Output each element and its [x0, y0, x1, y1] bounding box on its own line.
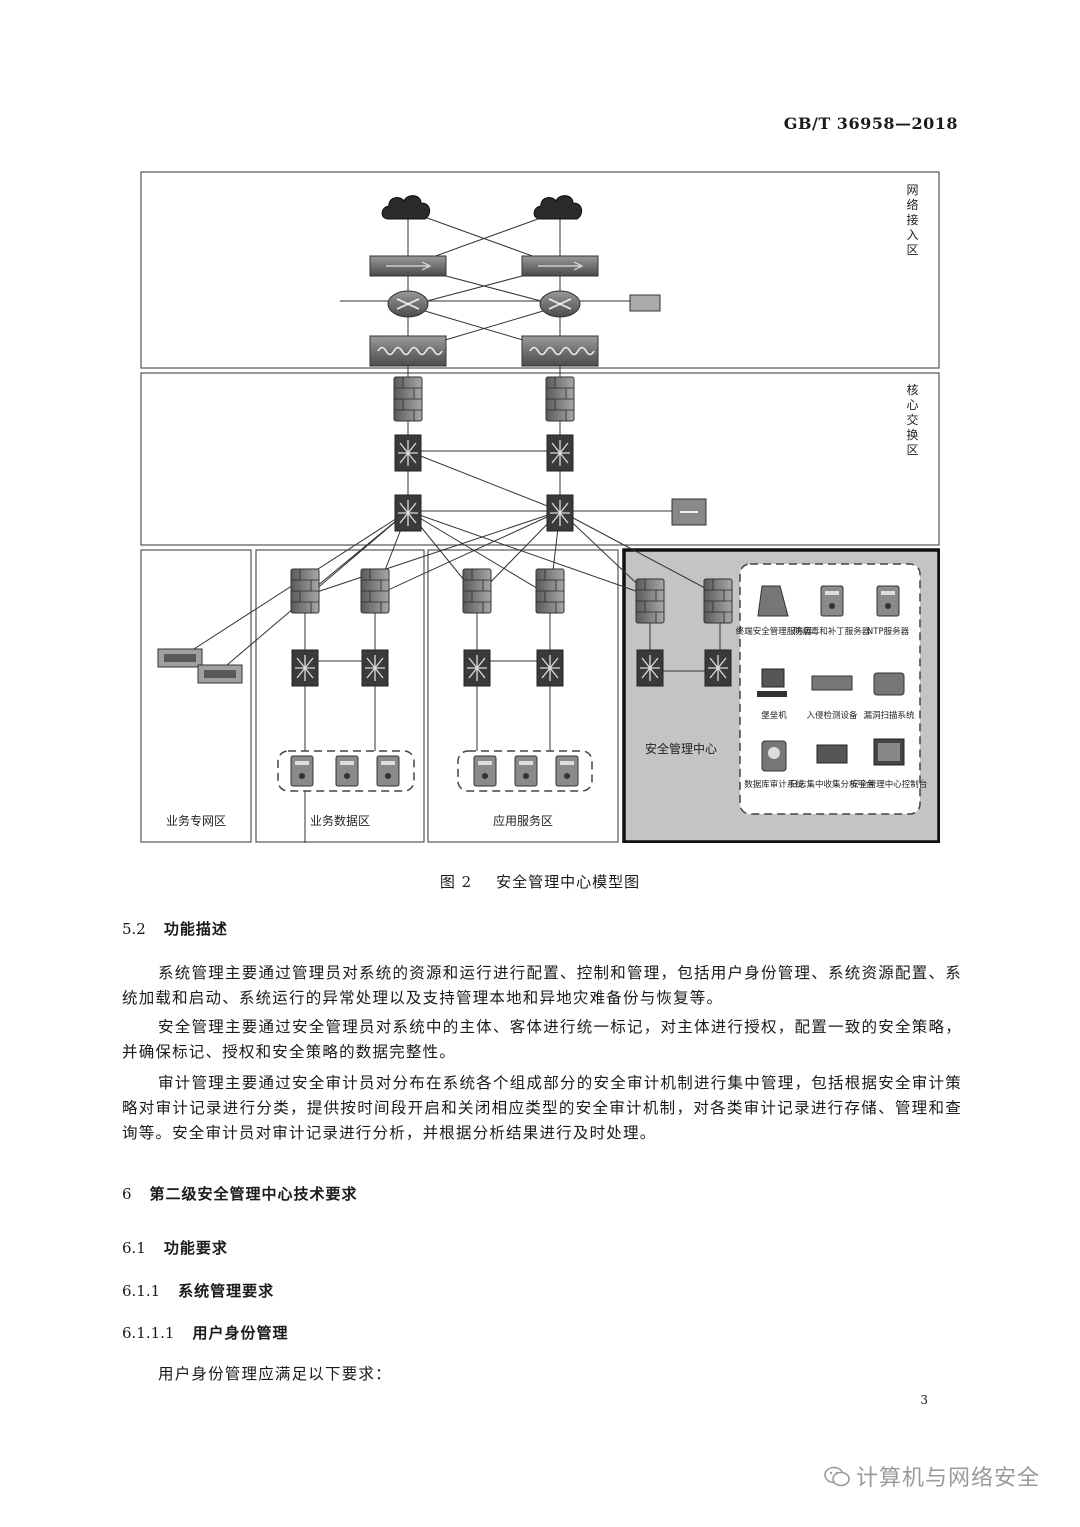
paragraph-audit-management: 审计管理主要通过安全审计员对分布在系统各个组成部分的安全审计机制进行集中管理，包…	[122, 1074, 962, 1142]
load-balancer-right	[521, 335, 599, 367]
paragraph-security-management: 安全管理主要通过安全管理员对系统中的主体、客体进行统一标记，对主体进行授权，配置…	[122, 1018, 962, 1061]
core-switch-right-1	[546, 434, 574, 472]
heading-title: 用户身份管理	[192, 1324, 289, 1342]
ntp-server-label: NTP服务器	[867, 626, 910, 637]
heading-title: 系统管理要求	[178, 1282, 275, 1300]
zone-core-switch: 核心交换区	[140, 372, 940, 546]
db-audit-device: 数据库审计系统	[744, 740, 804, 790]
antivirus-patch-server: 防病毒和补丁服务器	[794, 585, 871, 637]
watermark-text: 计算机与网络安全	[855, 1466, 1040, 1491]
zone-biz-private: 业务专网区	[140, 549, 252, 843]
load-balancer-left	[369, 335, 447, 367]
biz-data-firewall-2	[360, 568, 390, 614]
app-switch-2	[536, 649, 564, 687]
smc-console-device: 安全管理中心控制台	[851, 738, 928, 790]
smc-switch-2	[704, 649, 732, 687]
terminal-security-server: 终端安全管理服务器	[736, 585, 813, 637]
heading-number: 6.1.1.1	[122, 1324, 175, 1342]
bastion-host: 堡垒机	[757, 668, 787, 721]
zone-sec-mgmt-center-label: 安全管理中心	[645, 741, 717, 756]
core-switch-right-2	[546, 494, 574, 532]
vuln-scan-device: 漏洞扫描系统	[863, 672, 915, 721]
vuln-scan-label: 漏洞扫描系统	[863, 710, 915, 721]
edge-device-small	[629, 294, 661, 312]
heading-number: 6	[122, 1185, 132, 1203]
smc-firewall-2	[703, 578, 733, 624]
ids-label: 入侵检测设备	[806, 710, 858, 721]
core-switch-left-2	[394, 494, 422, 532]
private-device-1	[157, 648, 203, 668]
heading-6-1: 6.1 功能要求	[122, 1237, 228, 1258]
biz-data-server-group	[277, 750, 415, 792]
zone-biz-private-label: 业务专网区	[166, 813, 226, 828]
app-server-group	[457, 750, 593, 792]
heading-title: 功能描述	[163, 920, 228, 938]
zone-app-service: 应用服务区	[427, 549, 619, 843]
ids-device: 入侵检测设备	[806, 675, 858, 721]
router-left	[387, 290, 429, 318]
core-side-device	[671, 498, 707, 526]
heading-title: 第二级安全管理中心技术要求	[149, 1185, 358, 1203]
heading-number: 6.1.1	[122, 1282, 161, 1300]
router-right	[539, 290, 581, 318]
core-switch-left-1	[394, 434, 422, 472]
zone-app-service-label: 应用服务区	[493, 813, 553, 828]
app-firewall-2	[535, 568, 565, 614]
figure-caption: 图 2 安全管理中心模型图	[0, 871, 1080, 892]
watermark: 计算机与网络安全	[824, 1460, 1040, 1492]
smc-console-label: 安全管理中心控制台	[851, 779, 928, 790]
app-firewall-1	[462, 568, 492, 614]
heading-number: 6.1	[122, 1239, 146, 1257]
heading-title: 功能要求	[163, 1239, 228, 1257]
security-center-model-diagram: 网络接入区 核心交换区 业务专网区 业务数据区 应用服务区 安全管理中心	[140, 171, 940, 843]
heading-6-1-1: 6.1.1 系统管理要求	[122, 1280, 274, 1301]
terminal-security-label: 终端安全管理服务器	[736, 626, 813, 637]
zone-core-switch-label: 核心交换区	[905, 383, 919, 458]
log-collect-label: 日志集中收集分析平台	[789, 779, 874, 790]
figure-caption-title: 安全管理中心模型图	[496, 873, 641, 891]
page-number: 3	[920, 1393, 928, 1407]
smc-firewall-1	[635, 578, 665, 624]
bastion-label: 堡垒机	[761, 710, 787, 721]
log-collect-device: 日志集中收集分析平台	[789, 744, 875, 790]
heading-5-2: 5.2 功能描述	[122, 918, 228, 939]
wechat-icon	[824, 1466, 850, 1487]
antivirus-patch-label: 防病毒和补丁服务器	[794, 626, 871, 637]
figure-caption-number: 图 2	[439, 873, 473, 891]
heading-6: 6 第二级安全管理中心技术要求	[122, 1183, 358, 1204]
zone-biz-data-label: 业务数据区	[310, 813, 370, 828]
core-firewall-right	[545, 376, 575, 422]
heading-number: 5.2	[122, 920, 146, 938]
border-device-left	[369, 255, 447, 277]
db-audit-label: 数据库审计系统	[744, 779, 804, 790]
standard-code: GB/T 36958—2018	[783, 114, 958, 133]
smc-switch-1	[636, 649, 664, 687]
biz-data-switch-1	[291, 649, 319, 687]
paragraph-user-identity: 用户身份管理应满足以下要求：	[158, 1365, 392, 1383]
zone-biz-data: 业务数据区	[255, 549, 425, 843]
border-device-right	[521, 255, 599, 277]
paragraph-system-management: 系统管理主要通过管理员对系统的资源和运行进行配置、控制和管理，包括用户身份管理、…	[122, 964, 962, 1007]
zone-network-access-label: 网络接入区	[905, 184, 919, 259]
biz-data-switch-2	[361, 649, 389, 687]
app-switch-1	[463, 649, 491, 687]
heading-6-1-1-1: 6.1.1.1 用户身份管理	[122, 1322, 289, 1343]
biz-data-firewall-1	[290, 568, 320, 614]
ntp-server: NTP服务器	[867, 585, 910, 637]
core-firewall-left	[393, 376, 423, 422]
private-device-2	[197, 664, 243, 684]
